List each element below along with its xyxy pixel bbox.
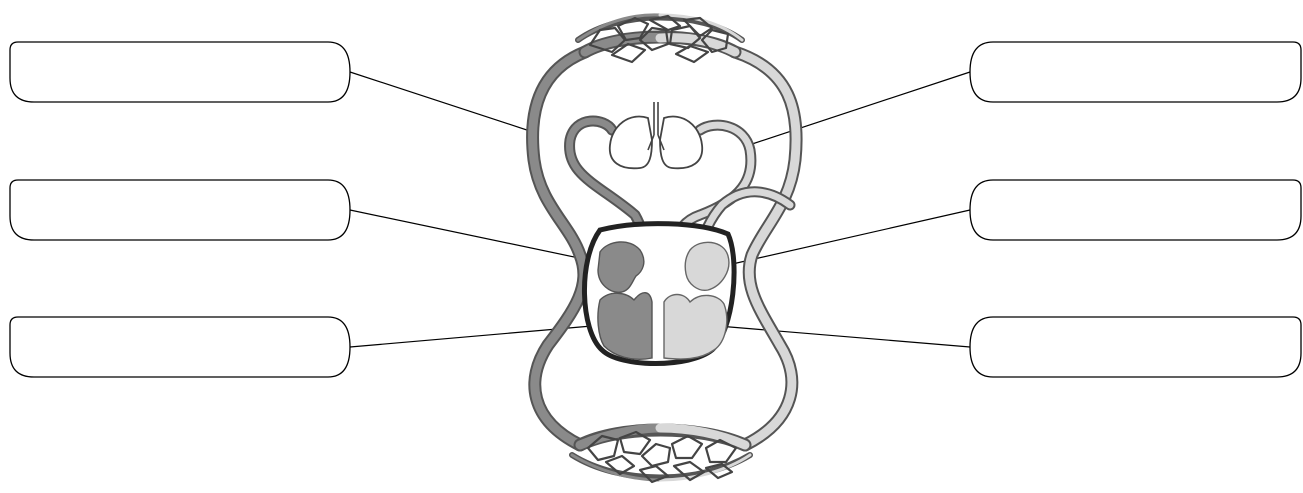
left-ventricle [664,295,727,360]
leader-line-top-left [350,72,533,132]
lower-capillary-bed [572,428,750,482]
label-box-top-left[interactable] [10,42,350,102]
label-box-bottom-left[interactable] [10,317,350,377]
trachea [648,102,664,150]
left-lung [610,117,652,169]
label-box-top-right[interactable] [970,42,1301,102]
lungs [610,102,702,168]
label-box-middle-left[interactable] [10,180,350,240]
upper-capillary-bed [578,15,742,62]
heart [584,224,734,364]
right-lung [660,117,702,169]
leader-line-bottom-right [694,324,970,347]
label-box-bottom-right[interactable] [970,317,1301,377]
leader-line-bottom-left [350,324,615,347]
label-box-middle-right[interactable] [970,180,1301,240]
